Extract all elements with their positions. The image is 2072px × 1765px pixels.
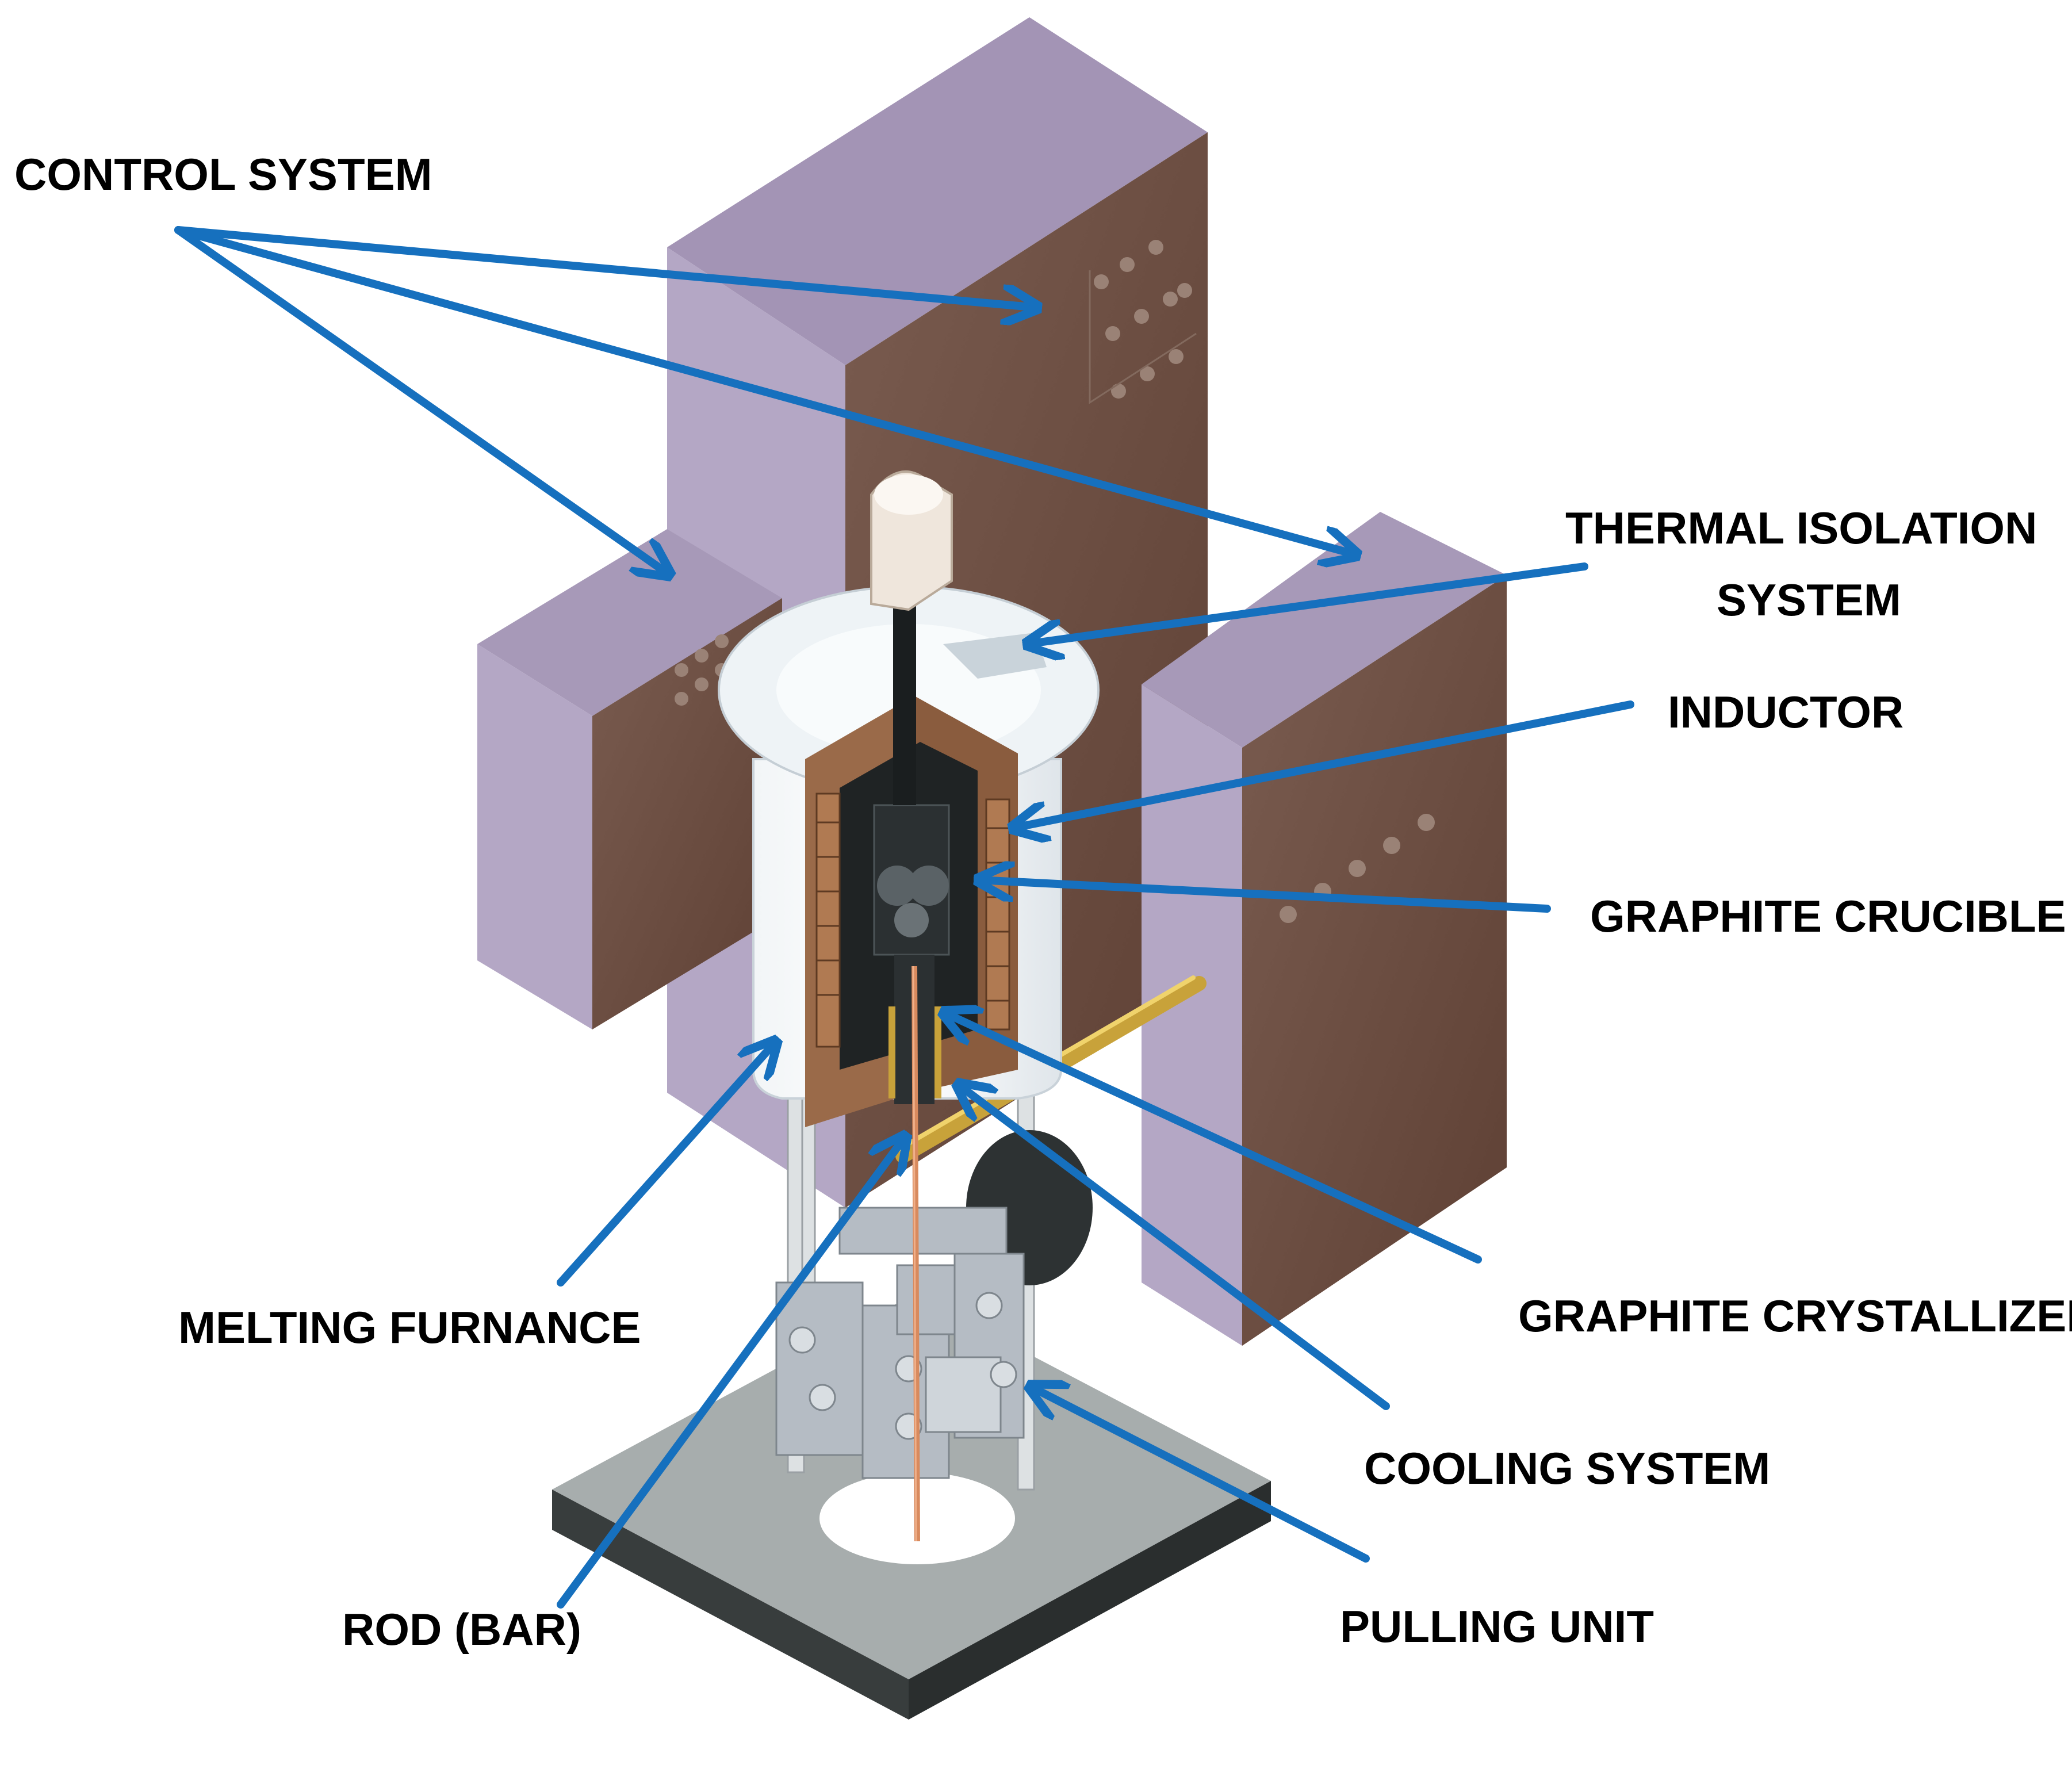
callout-labels: CONTROL SYSTEM THERMAL ISOLATION SYSTEM …: [14, 149, 2072, 1655]
arrow-graphite-crucible: [978, 880, 1551, 913]
arrow-melting-furnace: [557, 1041, 776, 1287]
label-pulling-unit: PULLING UNIT: [1340, 1601, 1654, 1652]
top-feeder: [870, 470, 953, 805]
label-control-system: CONTROL SYSTEM: [14, 149, 432, 200]
arrow-inductor: [1012, 700, 1634, 828]
arrow-thermal-isolation: [1027, 562, 1588, 644]
pulling-unit-rollers: [788, 1292, 1017, 1440]
label-thermal-isolation-line1: THERMAL ISOLATION: [1565, 503, 2037, 553]
arrow-graphite-crystallizer: [943, 1012, 1482, 1264]
pulling-unit-assembly: [775, 1207, 1025, 1479]
callout-arrows: [174, 226, 1634, 1609]
label-graphite-crucible: GRAPHITE CRUCIBLE: [1590, 891, 2066, 941]
label-graphite-crystallizer: GRAPHITE CRYSTALLIZER: [1518, 1291, 2072, 1341]
label-melting-furnance: MELTING FURNANCE: [178, 1302, 641, 1353]
apparatus: [477, 17, 1507, 1720]
copper-rod: [911, 966, 920, 1542]
label-thermal-isolation-line2: SYSTEM: [1717, 575, 1901, 625]
inductor-coil: [815, 792, 1010, 1048]
label-rod-bar: ROD (BAR): [342, 1604, 581, 1655]
label-inductor: INDUCTOR: [1668, 687, 1904, 737]
arrow-control-to-right: [174, 226, 1357, 555]
arrow-rod-bar: [557, 1136, 906, 1609]
arrow-cooling-system: [958, 1084, 1390, 1410]
arrow-control-to-rear: [174, 226, 1038, 308]
graphite-crucible: [873, 804, 950, 956]
label-cooling-system: COOLING SYSTEM: [1364, 1443, 1770, 1494]
right-cabinet-buttons: [1280, 814, 1435, 923]
arrow-pulling-unit: [1029, 1386, 1370, 1563]
arrow-control-to-left: [174, 226, 670, 575]
